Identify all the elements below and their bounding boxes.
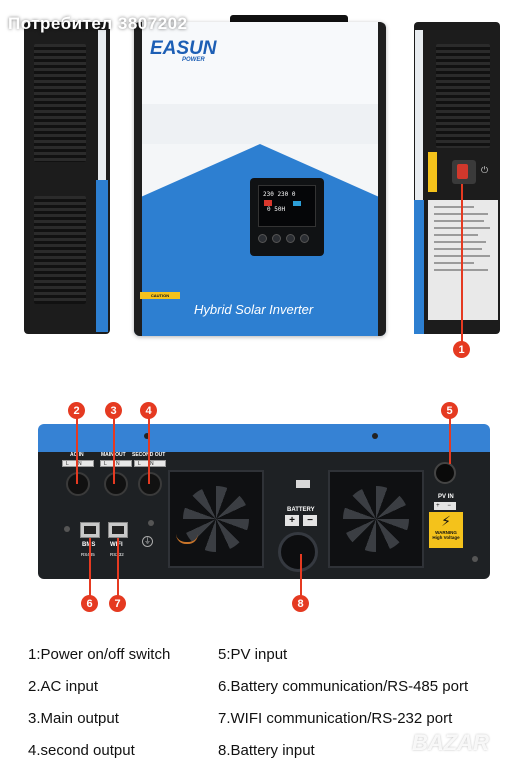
callout-6: 6 (81, 595, 98, 612)
screw-icon (144, 433, 150, 439)
callout-line-3 (113, 418, 115, 484)
screw-icon (64, 526, 70, 532)
wifi-label: WIFI (110, 542, 123, 548)
battery-plus-terminal: + (285, 515, 299, 526)
brand-logo: EASUN (150, 38, 217, 59)
battery-cable-gland (278, 532, 318, 572)
left-white-strip (98, 30, 106, 180)
legend-item-7: 7.WIFI communication/RS-232 port (218, 710, 453, 727)
callout-line-5 (449, 418, 451, 464)
high-voltage-icon: ⚡ (441, 513, 451, 529)
callout-line-8 (300, 554, 302, 596)
screw-icon (148, 520, 154, 526)
pv-terminal: + − (434, 502, 456, 510)
legend-item-3: 3.Main output (28, 710, 119, 727)
ac-in-cable-gland (66, 472, 90, 496)
power-symbol-icon: ⏻ (481, 165, 489, 175)
legend-item-6: 6.Battery communication/RS-485 port (218, 678, 469, 695)
legend-item-4: 4.second output (28, 742, 135, 759)
ac-in-terminal: L N (62, 460, 94, 467)
caution-text: CAUTION (150, 293, 170, 298)
sticker-line (434, 262, 474, 264)
callout-line-1 (461, 184, 463, 342)
callout-line-7 (117, 538, 119, 596)
callout-2: 2 (68, 402, 85, 419)
callout-4: 4 (140, 402, 157, 419)
pv-isolator-switch[interactable] (434, 462, 456, 484)
power-switch[interactable] (457, 164, 468, 179)
second-out-terminal: L N (134, 460, 166, 467)
lcd-blue-indicator (293, 201, 301, 206)
pv-in-label: PV IN (438, 494, 454, 500)
watermark-bottom: BAZAR (412, 730, 489, 755)
bms-rj45-port[interactable] (80, 522, 100, 538)
right-white-strip (415, 30, 423, 200)
sticker-line (434, 220, 484, 222)
callout-1: 1 (453, 341, 470, 358)
lcd-red-indicator (264, 200, 272, 206)
lcd-line-2: 0 50H (267, 206, 286, 213)
brand-logo-sub: POWER (182, 57, 205, 63)
fan-cable (176, 530, 198, 544)
watermark-top: Потребител 3807202 (8, 14, 188, 33)
high-voltage-warning-sticker: ⚡ WARNING High Voltage (429, 512, 463, 548)
warning-title: WARNING (435, 530, 457, 535)
legend-item-5: 5:PV input (218, 646, 288, 663)
second-out-cable-gland (138, 472, 162, 496)
spec-label-sticker (428, 200, 498, 320)
lcd-screen: 230 230 0 0 50H (258, 185, 316, 227)
main-out-cable-gland (104, 472, 128, 496)
battery-label: BATTERY (287, 507, 315, 513)
callout-7: 7 (109, 595, 126, 612)
warning-sub: High Voltage (432, 535, 460, 540)
screw-icon (372, 433, 378, 439)
battery-rating-tag (296, 480, 310, 488)
sticker-line (434, 234, 478, 236)
left-blue-strip (96, 180, 108, 332)
ac-in-terminal-text: L N (66, 461, 86, 467)
callout-line-4 (148, 418, 150, 484)
right-cooling-fan (328, 470, 424, 568)
wifi-sub-label: RS232 (110, 552, 124, 557)
wifi-rj45-port[interactable] (108, 522, 128, 538)
rj45-socket (112, 526, 124, 534)
callout-3: 3 (105, 402, 122, 419)
left-vent-lower (34, 196, 86, 304)
lcd-button-down[interactable] (286, 234, 295, 243)
fan-blade-icon (343, 486, 409, 552)
main-out-terminal: L N (100, 460, 132, 467)
right-vent-upper (436, 44, 490, 148)
right-blue-strip (414, 200, 424, 334)
caution-label: CAUTION (140, 292, 180, 299)
bottom-view-blue-edge (38, 424, 490, 454)
bms-sub-label: RS485 (81, 552, 95, 557)
legend-item-2: 2.AC input (28, 678, 99, 695)
product-name: Hybrid Solar Inverter (194, 302, 314, 317)
rj45-socket (84, 526, 96, 534)
left-vent-upper (34, 44, 86, 162)
main-out-terminal-text: L N (104, 461, 124, 467)
battery-minus-terminal: − (303, 515, 317, 526)
callout-line-2 (76, 418, 78, 484)
sticker-line (434, 206, 474, 208)
bms-label: BMS (82, 542, 95, 548)
legend-item-8: 8.Battery input (218, 742, 315, 759)
callout-8: 8 (292, 595, 309, 612)
sticker-line (434, 248, 482, 250)
second-out-terminal-text: L N (138, 461, 158, 467)
lcd-button-up[interactable] (272, 234, 281, 243)
ground-icon: ⏚ (142, 536, 153, 547)
lcd-button-setup[interactable] (258, 234, 267, 243)
sticker-line (434, 241, 486, 243)
callout-line-6 (89, 538, 91, 596)
side-warning-sticker (428, 152, 437, 192)
callout-5: 5 (441, 402, 458, 419)
screw-icon (472, 556, 478, 562)
legend-item-1: 1:Power on/off switch (28, 646, 171, 663)
left-cooling-fan (168, 470, 264, 568)
lcd-line-1: 230 230 0 (263, 191, 296, 198)
lcd-button-enter[interactable] (300, 234, 309, 243)
